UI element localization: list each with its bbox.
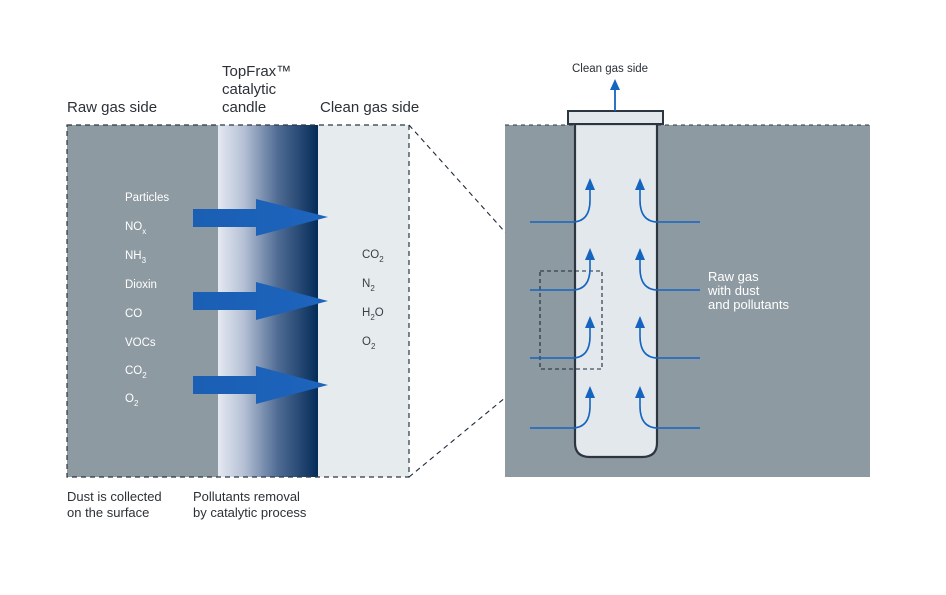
raw-gas-label-line2: with dust xyxy=(707,283,760,298)
zoom-panel: Particles NOx NH3 Dioxin CO VOCs CO2 O2 … xyxy=(66,124,410,478)
raw-gas-region xyxy=(67,125,218,477)
detail-box xyxy=(539,270,603,370)
zoom-connector-bottom xyxy=(408,368,541,478)
zoom-frame xyxy=(66,124,410,478)
pollutant-nh3: NH3 xyxy=(125,250,147,265)
raw-gas-label-line3: and pollutants xyxy=(708,297,789,312)
pollutant-particles: Particles xyxy=(125,192,169,204)
clean-co2: CO2 xyxy=(362,249,384,264)
overview-raw-gas-region xyxy=(505,125,870,477)
left-flow-heads xyxy=(585,178,595,398)
right-flow-curves xyxy=(639,188,700,429)
flow-arrow-middle xyxy=(193,282,328,320)
pollutant-co2: CO2 xyxy=(125,365,147,380)
removal-caption-line2: by catalytic process xyxy=(193,505,307,520)
outlet-arrow-head xyxy=(610,79,620,90)
pollutant-co: CO xyxy=(125,308,142,320)
pollutant-dioxin: Dioxin xyxy=(125,279,157,291)
right-flow-heads xyxy=(635,178,645,398)
flow-arrow-bottom xyxy=(193,366,328,404)
candle-header-line3: candle xyxy=(222,99,266,116)
overview-clean-gas-label: Clean gas side xyxy=(572,63,648,75)
clean-o2: O2 xyxy=(362,336,376,351)
clean-gas-region xyxy=(318,125,409,477)
candle-header-line1: TopFrax™ xyxy=(222,63,291,80)
removal-caption-line1: Pollutants removal xyxy=(193,489,300,504)
flow-arrow-top xyxy=(193,199,328,236)
pollutant-vocs: VOCs xyxy=(125,337,156,349)
dust-caption-line1: Dust is collected xyxy=(67,489,162,504)
raw-gas-label-line1: Raw gas xyxy=(708,269,759,284)
candle-body xyxy=(573,122,659,459)
clean-gas-side-header: Clean gas side xyxy=(320,99,419,116)
clean-n2: N2 xyxy=(362,278,375,293)
left-flow-curves xyxy=(530,188,591,429)
clean-h2o: H2O xyxy=(362,307,384,322)
raw-gas-side-header: Raw gas side xyxy=(67,99,157,116)
pollutant-o2: O2 xyxy=(125,393,139,408)
dust-caption-line2: on the surface xyxy=(67,505,149,520)
candle-flange xyxy=(567,110,664,125)
candle-overview: Clean gas side Raw gas with dust and pol… xyxy=(505,63,870,477)
candle-header-line2: catalytic xyxy=(222,81,277,98)
pollutant-nox: NOx xyxy=(125,221,146,236)
